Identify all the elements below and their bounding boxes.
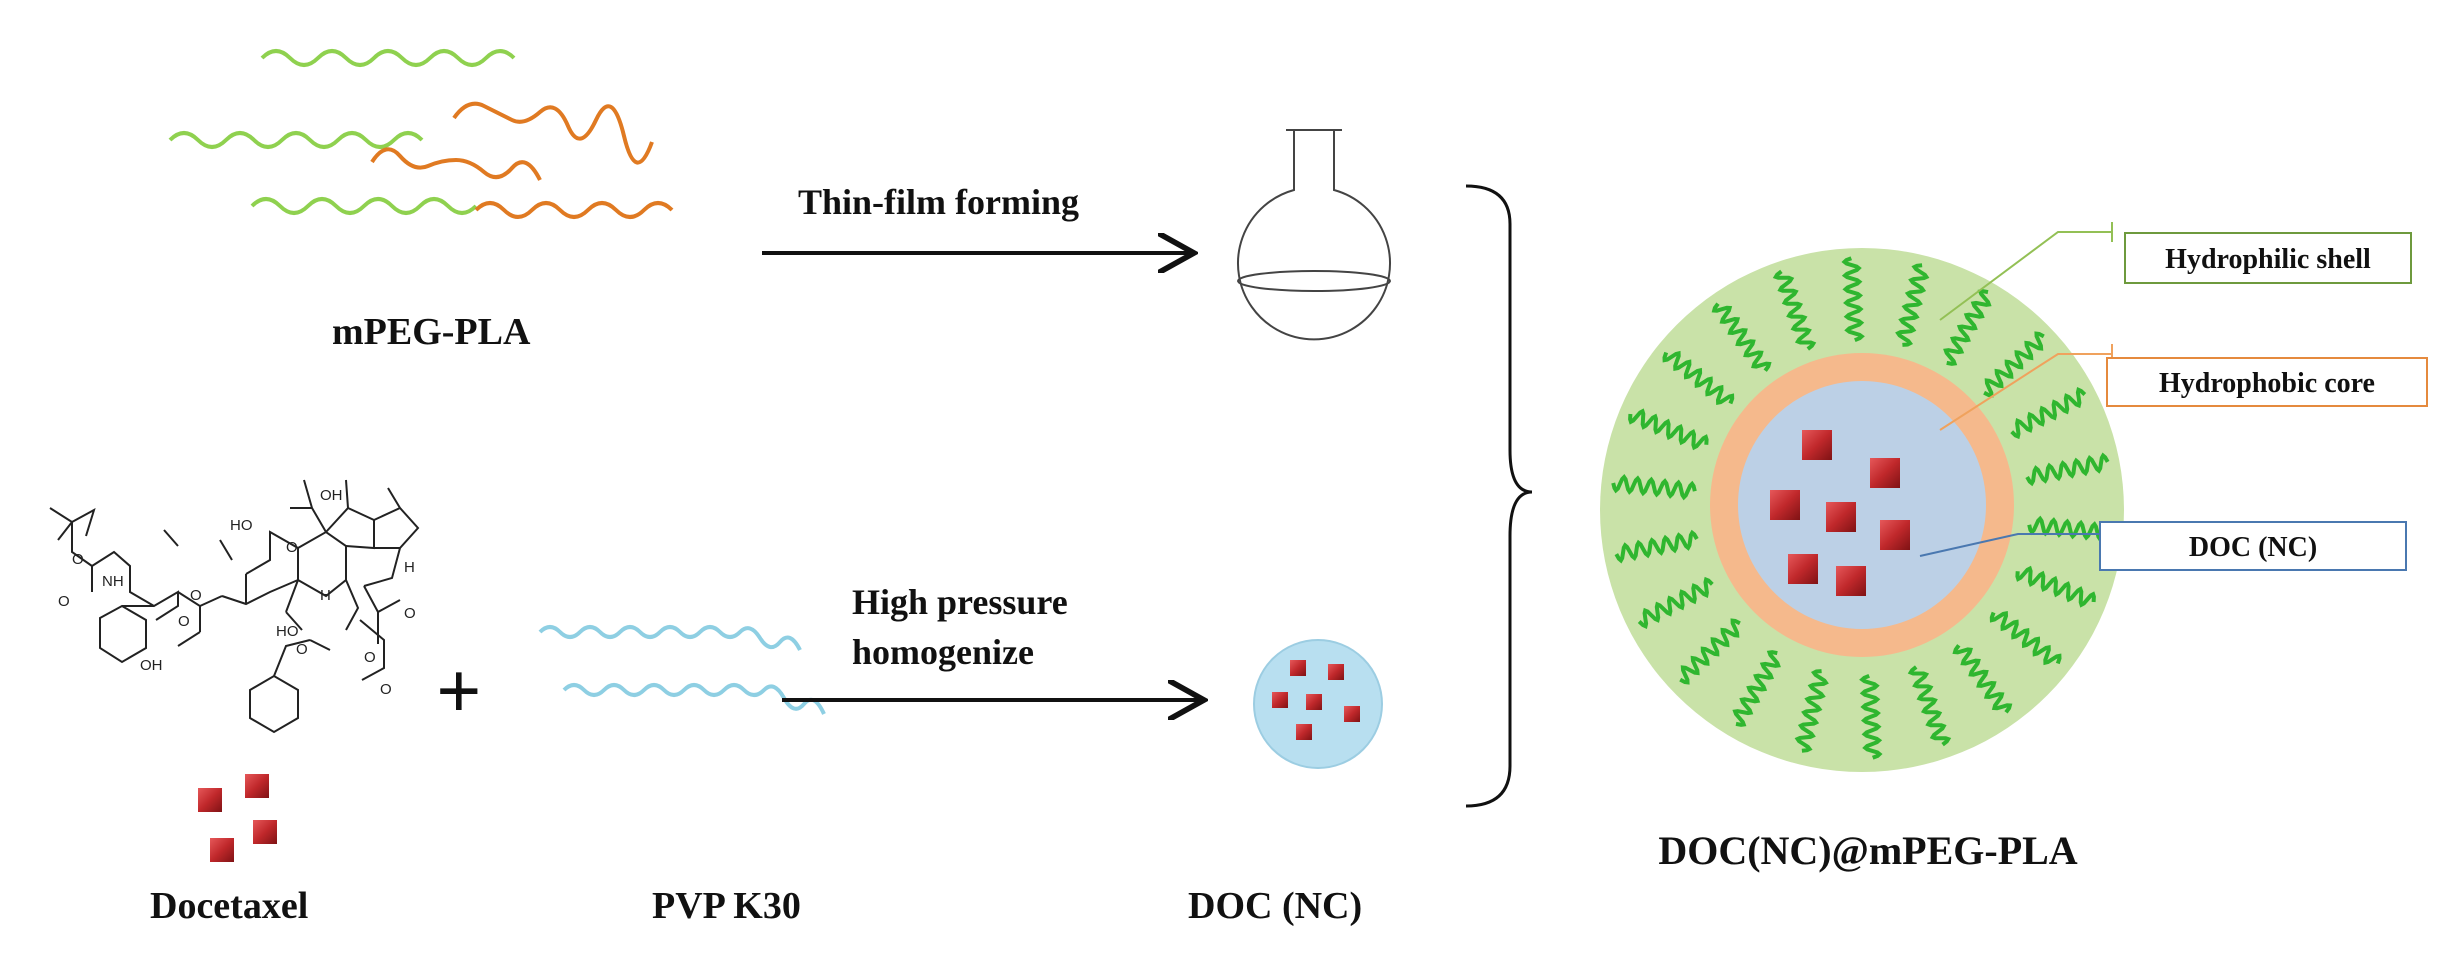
docetaxel-structure	[49, 479, 420, 734]
peg-chain	[2027, 515, 2113, 543]
atom-o-9: O	[380, 681, 392, 698]
peg-chain	[1711, 302, 1772, 372]
peg-chain	[1637, 576, 1714, 630]
atom-h-1: H	[404, 559, 415, 576]
thin-film-label: Thin-film forming	[798, 182, 1079, 222]
peg-chain-2	[168, 131, 424, 149]
atom-ho-2: HO	[276, 623, 299, 640]
plus-sign: +	[436, 648, 482, 736]
peg-chain	[1943, 289, 1992, 366]
peg-chain	[1614, 529, 1699, 564]
hydrophilic-shell-label: Hydrophilic shell	[2165, 244, 2371, 275]
pvp-chains	[538, 625, 826, 715]
peg-chain	[1952, 644, 2013, 714]
micelle	[1600, 248, 2124, 772]
combine-brace	[1465, 184, 1533, 808]
atom-oh-2: OH	[140, 657, 163, 674]
mpeg-pla-chains	[168, 49, 674, 219]
atom-oh-1: OH	[320, 487, 343, 504]
peg-chain-1	[260, 49, 516, 67]
atom-o-6: O	[178, 613, 190, 630]
peg-chain	[1732, 650, 1781, 727]
peg-chain	[2010, 386, 2087, 440]
peg-chain	[1628, 408, 1709, 451]
atom-o-8: O	[364, 649, 376, 666]
round-bottom-flask	[1237, 129, 1391, 341]
product-label: DOC(NC)@mPEG-PLA	[1658, 828, 2077, 873]
hydrophobic-core-label: Hydrophobic core	[2159, 368, 2375, 399]
atom-o-4: O	[190, 587, 202, 604]
docetaxel-atom-labels: HO OH O NH O O O OH HO H H O O O O O	[58, 487, 416, 698]
docetaxel-label: Docetaxel	[150, 885, 308, 927]
peg-chain	[1662, 350, 1735, 406]
atom-nh: NH	[102, 573, 124, 590]
atom-o-1: O	[286, 539, 298, 556]
docetaxel-crystals	[198, 774, 277, 862]
peg-chain-3	[250, 197, 478, 215]
peg-chain	[2025, 452, 2110, 487]
peg-chain	[1907, 665, 1952, 747]
peg-chain	[1989, 610, 2062, 666]
doc-nc-core-label: DOC (NC)	[2189, 532, 2317, 563]
callout-drug: DOC (NC)	[1919, 521, 2407, 571]
peg-chain	[2015, 565, 2096, 608]
pla-chain-1	[452, 101, 654, 165]
pvp-label: PVP K30	[652, 885, 801, 927]
pla-chain-3	[474, 201, 674, 219]
atom-ho-1: HO	[230, 517, 253, 534]
peg-chain	[1859, 673, 1883, 760]
atom-h-2: H	[320, 587, 331, 604]
peg-chain	[1772, 269, 1817, 351]
hp-label-line1: High pressure	[852, 582, 1068, 622]
peg-chain	[1841, 256, 1865, 343]
micelle-drug-cubes	[1770, 430, 1910, 596]
atom-o-5: O	[404, 605, 416, 622]
callout-shell: Hydrophilic shell	[1939, 222, 2412, 321]
atom-o-3: O	[58, 593, 70, 610]
peg-chain	[1611, 473, 1697, 501]
pla-chain-2	[370, 147, 542, 181]
doc-nc-particle	[1253, 639, 1383, 769]
peg-chain	[1895, 263, 1930, 347]
atom-o-7: O	[296, 641, 308, 658]
peg-chain	[1794, 669, 1829, 753]
mpeg-pla-label: mPEG-PLA	[332, 311, 531, 353]
peg-chain	[1983, 331, 2045, 398]
doc-nc-label: DOC (NC)	[1188, 885, 1362, 927]
peg-chains	[1611, 256, 2113, 760]
peg-chain	[1679, 618, 1741, 685]
hp-label-line2: homogenize	[852, 632, 1034, 672]
atom-o-2: O	[72, 551, 84, 568]
callout-core: Hydrophobic core	[1939, 344, 2428, 431]
